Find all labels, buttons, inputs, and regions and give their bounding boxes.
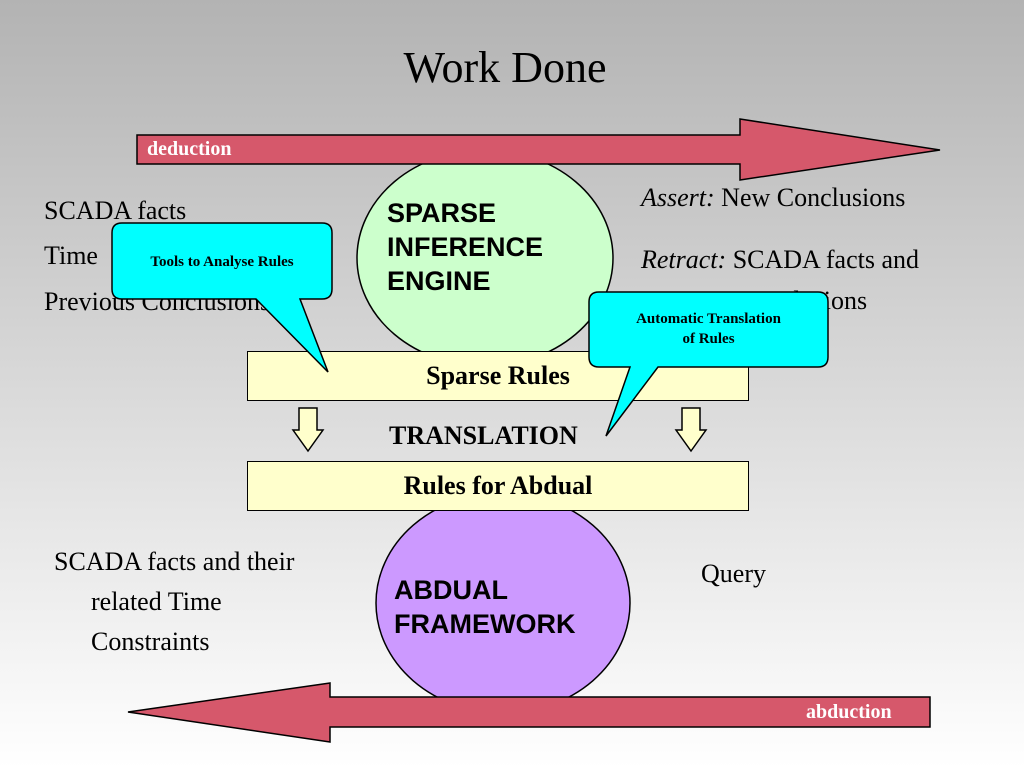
- slide-title: Work Done: [403, 43, 607, 92]
- abdual-line1: ABDUAL: [394, 575, 508, 605]
- abduction-label: abduction: [806, 701, 892, 723]
- deduction-label: deduction: [147, 138, 232, 160]
- left-bottom-line2: related Time: [91, 587, 222, 616]
- query-label: Query: [701, 559, 766, 588]
- deduction-arrow: [136, 118, 941, 181]
- engine-line2: INFERENCE: [387, 232, 544, 262]
- retract-text: SCADA facts and: [726, 245, 920, 274]
- abdual-line2: FRAMEWORK: [394, 609, 576, 639]
- left-top-line2: Time: [44, 241, 98, 270]
- left-top-line1: SCADA facts: [44, 196, 187, 225]
- retract-label: Retract:: [641, 245, 727, 274]
- left-bottom-line3: Constraints: [91, 627, 210, 656]
- assert-text: New Conclusions: [714, 183, 906, 212]
- callout-left-bubble: [111, 222, 333, 373]
- down-arrow-right: [674, 407, 708, 453]
- assert-line: Assert: New Conclusions: [641, 183, 905, 213]
- engine-line1: SPARSE: [387, 198, 497, 228]
- abdual-framework-label: ABDUAL FRAMEWORK: [394, 573, 575, 641]
- callout-right-text: Automatic Translation of Rules: [589, 309, 828, 349]
- down-arrow-left: [291, 407, 325, 453]
- callout-right-bubble: [588, 291, 829, 437]
- translation-label: TRANSLATION: [389, 421, 578, 450]
- callout-right-line2: of Rules: [682, 331, 735, 347]
- inference-engine-label: SPARSE INFERENCE ENGINE: [387, 196, 543, 298]
- assert-label: Assert:: [641, 183, 715, 212]
- engine-line3: ENGINE: [387, 266, 491, 296]
- abduction-arrow: [127, 682, 931, 743]
- left-bottom-text: SCADA facts and their related Time Const…: [54, 542, 294, 662]
- retract-line: Retract: SCADA facts and: [641, 245, 919, 275]
- callout-left-text: Tools to Analyse Rules: [150, 254, 294, 270]
- callout-right-line1: Automatic Translation: [636, 311, 781, 327]
- left-bottom-line1: SCADA facts and their: [54, 547, 295, 576]
- rules-for-abdual-box: Rules for Abdual: [247, 461, 749, 511]
